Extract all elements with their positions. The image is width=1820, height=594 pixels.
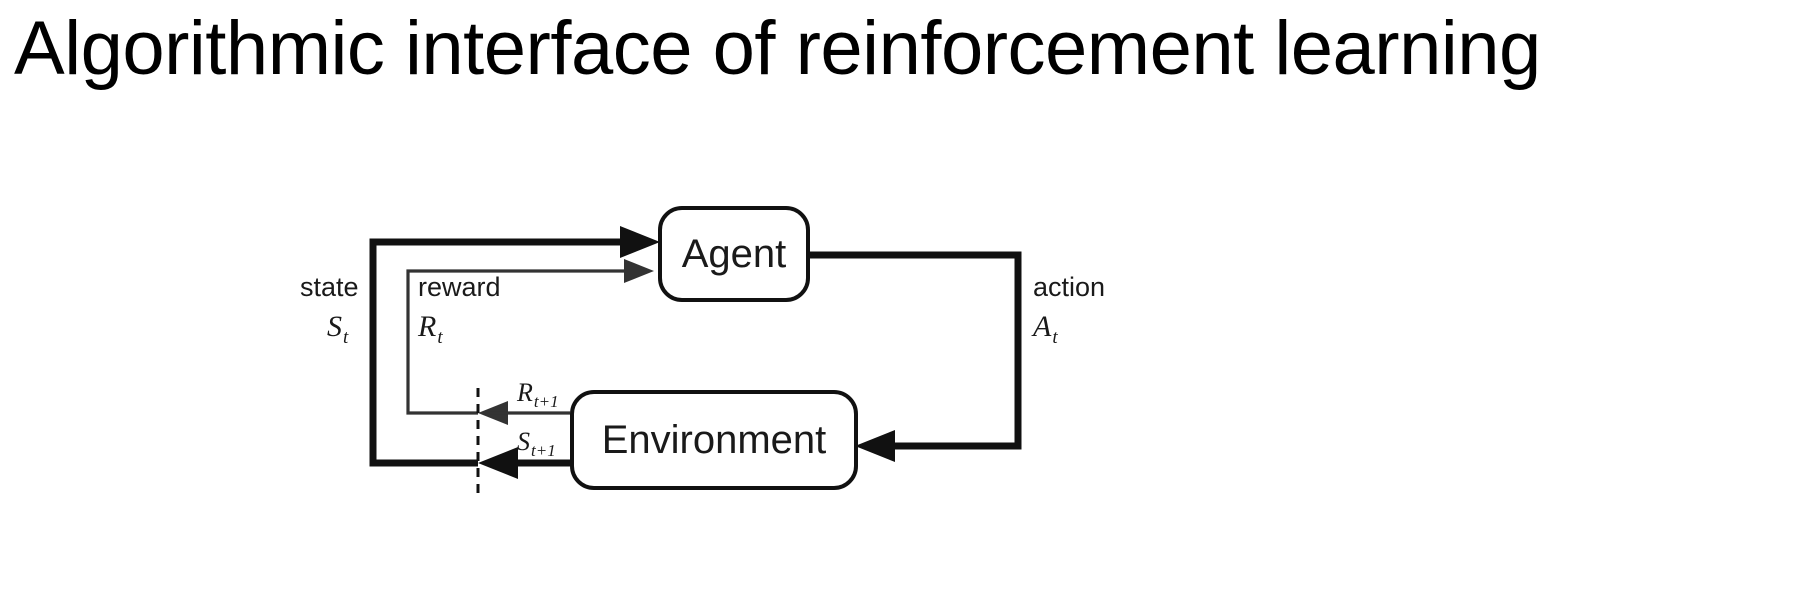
next-state-subscript-label: t+1 bbox=[531, 441, 556, 460]
label-action: action At bbox=[1031, 272, 1105, 348]
svg-text:Rt+1: Rt+1 bbox=[516, 378, 559, 411]
state-subscript-label: t bbox=[343, 327, 349, 348]
next-reward-subscript-label: t+1 bbox=[534, 392, 559, 411]
page-title: Algorithmic interface of reinforcement l… bbox=[14, 6, 1541, 91]
svg-text:Rt: Rt bbox=[417, 310, 443, 348]
action-word-label: action bbox=[1033, 272, 1105, 302]
next-reward-symbol-label: R bbox=[516, 378, 533, 407]
reward-symbol-label: R bbox=[417, 310, 436, 343]
agent-box-label: Agent bbox=[682, 232, 787, 276]
label-reward: reward Rt bbox=[417, 272, 501, 348]
rl-loop-diagram: Agent Environment state St reward Rt act… bbox=[0, 150, 1300, 550]
node-agent[interactable]: Agent bbox=[658, 206, 810, 302]
action-symbol-label: A bbox=[1031, 310, 1052, 343]
svg-text:St+1: St+1 bbox=[517, 427, 556, 460]
label-state: state St bbox=[300, 272, 359, 348]
edge-action-to-environment bbox=[790, 251, 1022, 462]
action-subscript-label: t bbox=[1052, 327, 1058, 348]
label-next-state: St+1 bbox=[517, 427, 556, 460]
reward-word-label: reward bbox=[418, 272, 501, 302]
node-environment[interactable]: Environment bbox=[570, 390, 858, 490]
svg-text:St: St bbox=[327, 310, 349, 348]
label-next-reward: Rt+1 bbox=[516, 378, 559, 411]
svg-text:At: At bbox=[1031, 310, 1058, 348]
state-symbol-label: S bbox=[327, 310, 342, 343]
reward-subscript-label: t bbox=[437, 327, 443, 348]
next-state-symbol-label: S bbox=[517, 427, 530, 456]
state-word-label: state bbox=[300, 272, 359, 302]
edge-state-to-agent bbox=[369, 226, 660, 479]
environment-box-label: Environment bbox=[602, 418, 827, 462]
